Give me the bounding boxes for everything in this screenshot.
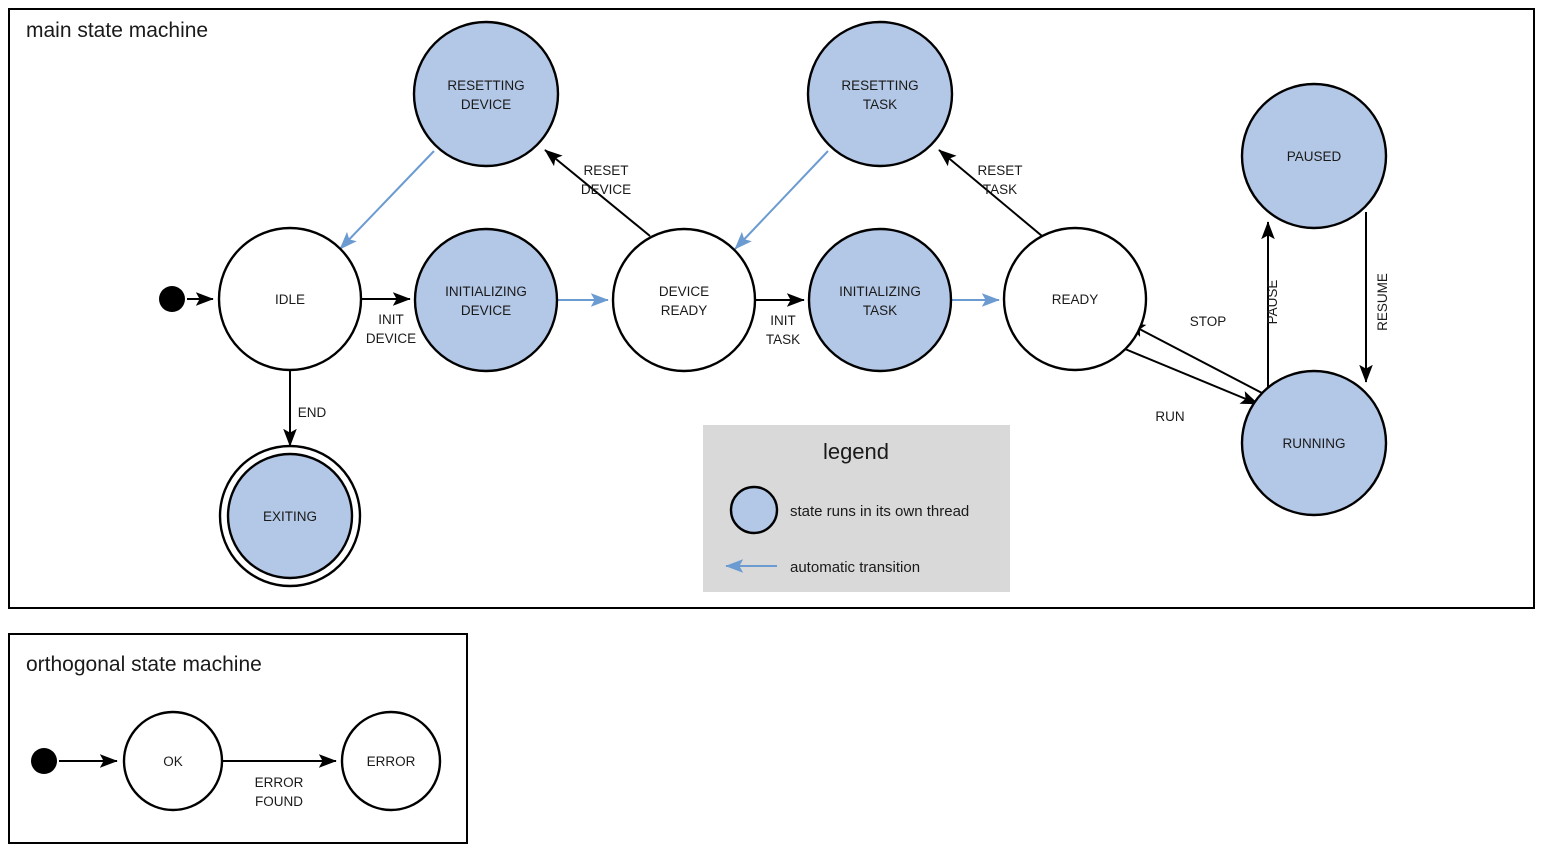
- edge-label-reset-device-1: RESET: [583, 163, 628, 178]
- state-initializing-device-label-2: DEVICE: [461, 303, 511, 318]
- state-initializing-device[interactable]: INITIALIZING DEVICE: [413, 227, 559, 373]
- state-initializing-device-label-1: INITIALIZING: [445, 284, 527, 299]
- state-running[interactable]: RUNNING: [1240, 369, 1388, 517]
- state-error-label: ERROR: [367, 754, 416, 769]
- state-exiting[interactable]: EXITING: [218, 444, 362, 588]
- edge-label-reset-task-2: TASK: [983, 182, 1017, 197]
- legend-thread-state-text: state runs in its own thread: [790, 503, 969, 520]
- orthogonal-frame-title: orthogonal state machine: [26, 653, 262, 676]
- edge-label-error-found-2: FOUND: [255, 794, 303, 809]
- edge-label-init-device-2: DEVICE: [366, 331, 416, 346]
- edge-ready-to-resetting-task: [938, 149, 1043, 237]
- state-resetting-task-label-2: TASK: [863, 97, 897, 112]
- state-idle[interactable]: IDLE: [217, 226, 363, 372]
- edge-label-reset-task-1: RESET: [977, 163, 1022, 178]
- main-frame-title: main state machine: [26, 19, 208, 42]
- edge-resetting-task-to-device-ready: [734, 150, 829, 250]
- state-device-ready-label-2: READY: [661, 303, 708, 318]
- state-ready-label: READY: [1052, 292, 1099, 307]
- state-idle-label: IDLE: [275, 292, 305, 307]
- edge-label-reset-device-2: DEVICE: [581, 182, 631, 197]
- state-initializing-task-label-2: TASK: [863, 303, 897, 318]
- state-resetting-device-label-2: DEVICE: [461, 97, 511, 112]
- state-device-ready[interactable]: DEVICE READY: [611, 227, 757, 373]
- legend-auto-arrow-text: automatic transition: [790, 559, 920, 576]
- state-resetting-task[interactable]: RESETTING TASK: [806, 20, 954, 168]
- legend-title: legend: [823, 439, 889, 464]
- state-initializing-task[interactable]: INITIALIZING TASK: [807, 227, 953, 373]
- state-initializing-task-label-1: INITIALIZING: [839, 284, 921, 299]
- edge-running-to-ready: [1127, 322, 1263, 394]
- state-paused-label: PAUSED: [1287, 149, 1342, 164]
- edge-device-ready-to-resetting-device: [544, 149, 651, 237]
- edge-label-init-task-1: INIT: [770, 313, 796, 328]
- state-resetting-device-label-1: RESETTING: [447, 78, 524, 93]
- edge-label-pause: PAUSE: [1265, 280, 1280, 325]
- state-ready[interactable]: READY: [1002, 226, 1148, 372]
- legend-thread-state-icon: [729, 485, 779, 535]
- edge-label-stop: STOP: [1190, 314, 1227, 329]
- edge-label-end: END: [298, 405, 327, 420]
- edge-resetting-device-to-idle: [339, 150, 435, 250]
- edge-label-resume: RESUME: [1375, 273, 1390, 331]
- state-resetting-task-label-1: RESETTING: [841, 78, 918, 93]
- edge-label-run: RUN: [1155, 409, 1184, 424]
- edge-label-error-found-1: ERROR: [255, 775, 304, 790]
- state-ok[interactable]: OK: [122, 710, 224, 812]
- state-ok-label: OK: [163, 754, 183, 769]
- orthogonal-initial-state-dot: [31, 748, 57, 774]
- state-running-label: RUNNING: [1283, 436, 1346, 451]
- edge-label-init-task-2: TASK: [766, 332, 800, 347]
- edge-label-init-device-1: INIT: [378, 312, 404, 327]
- edge-ready-to-running: [1124, 348, 1259, 405]
- state-paused[interactable]: PAUSED: [1240, 82, 1388, 230]
- initial-state-dot: [159, 286, 185, 312]
- legend: legend state runs in its own thread auto…: [703, 425, 1010, 592]
- state-error[interactable]: ERROR: [340, 710, 442, 812]
- state-exiting-label: EXITING: [263, 509, 317, 524]
- state-resetting-device[interactable]: RESETTING DEVICE: [412, 20, 560, 168]
- state-device-ready-label-1: DEVICE: [659, 284, 709, 299]
